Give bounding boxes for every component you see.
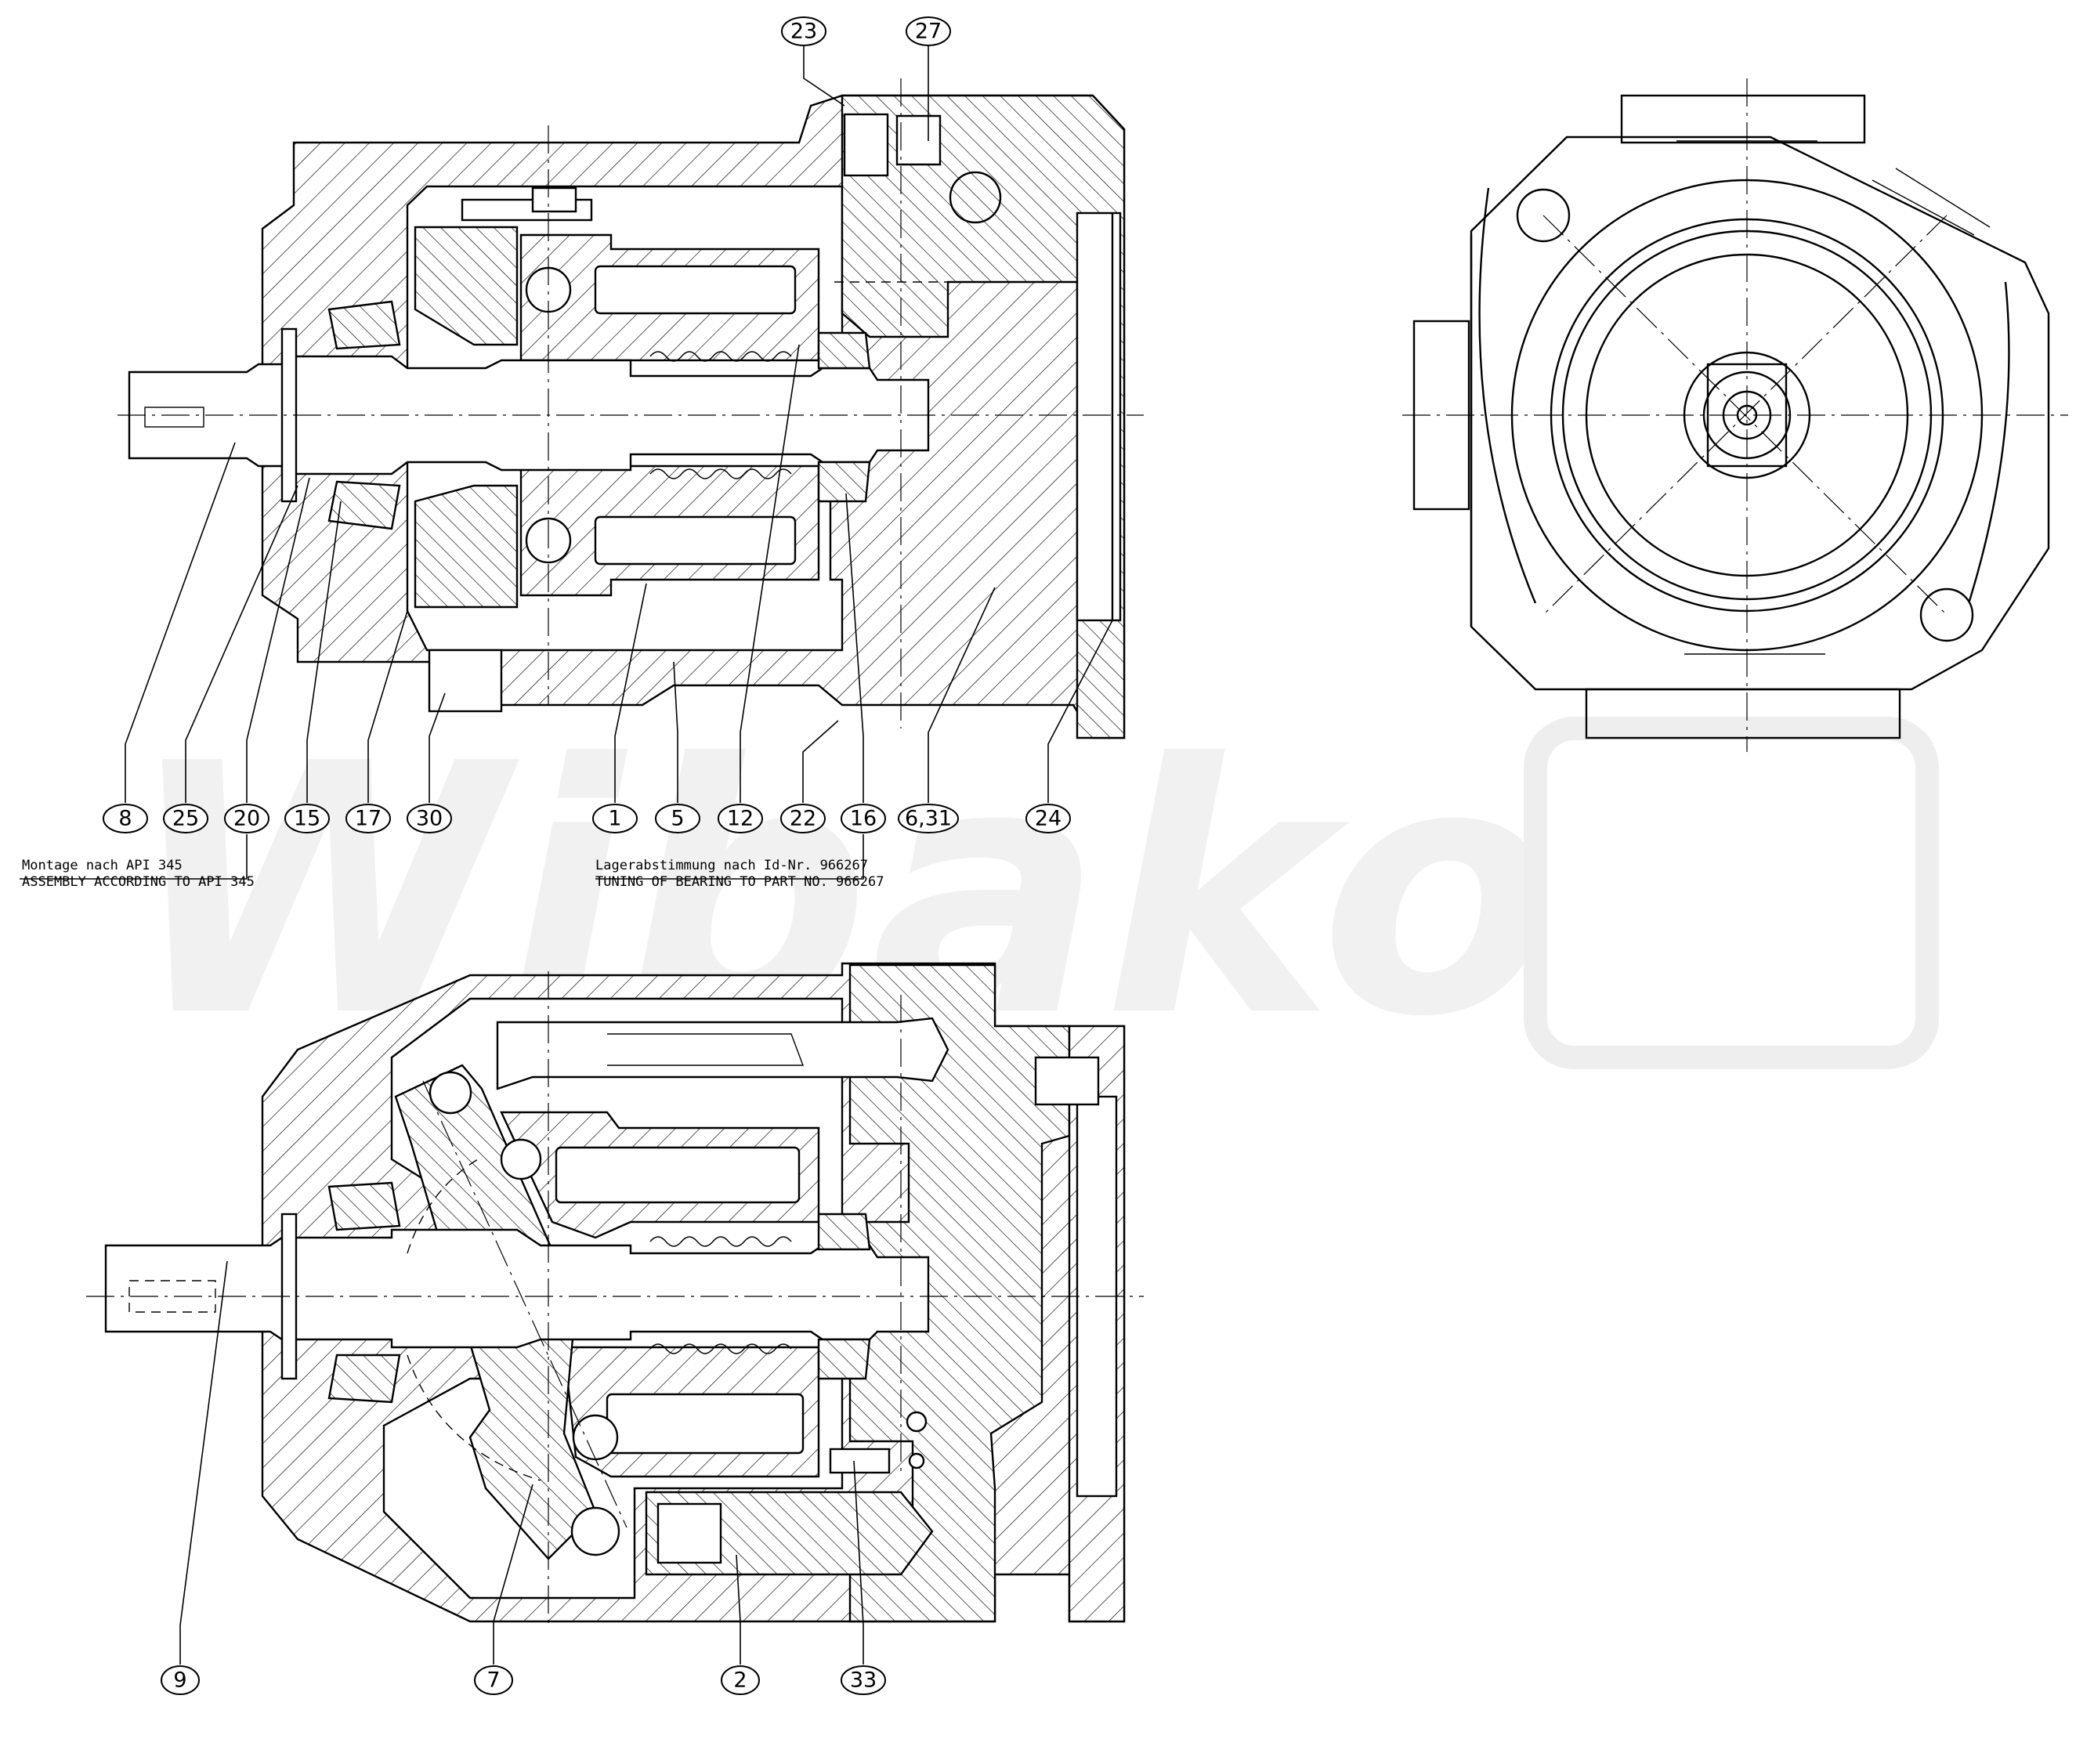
- note-assembly-de: Montage nach API 345: [22, 858, 183, 873]
- bearing-left-upper: [327, 300, 401, 350]
- part-balloons: 23 27 8 25 20 15 17 30 1 5 12 22 16 6,31…: [103, 16, 1071, 1695]
- balloon-15-label: 15: [294, 807, 320, 831]
- balloon-1-label: 1: [608, 807, 621, 831]
- bottom-section-view: [86, 962, 1144, 1629]
- balloon-15: 15: [284, 804, 330, 833]
- piston-bottom: [594, 515, 797, 566]
- balloon-2: 2: [721, 1665, 760, 1695]
- balloon-25: 25: [163, 804, 208, 833]
- bearing-bottom-right-lower: [817, 1338, 871, 1380]
- balloon-8-label: 8: [118, 807, 132, 831]
- balloon-8: 8: [103, 804, 148, 833]
- balloon-30-label: 30: [416, 807, 443, 831]
- bearing-bottom-right-upper: [817, 1213, 871, 1251]
- balloon-12-label: 12: [727, 807, 754, 831]
- top-section-view: [118, 78, 1144, 739]
- end-view: [1402, 78, 2068, 752]
- balloon-7: 7: [474, 1665, 513, 1695]
- balloon-17-label: 17: [355, 807, 382, 831]
- balloon-9: 9: [161, 1665, 200, 1695]
- balloon-1: 1: [592, 804, 638, 833]
- balloon-22: 22: [780, 804, 826, 833]
- balloon-2-label: 2: [733, 1668, 747, 1693]
- notes: Montage nach API 345 ASSEMBLY ACCORDING …: [22, 858, 884, 890]
- balloon-5: 5: [655, 804, 700, 833]
- balloon-27-label: 27: [915, 20, 942, 44]
- balloon-12: 12: [718, 804, 763, 833]
- swash-bottom: [414, 484, 519, 609]
- balloon-17: 17: [345, 804, 391, 833]
- leader-lines: [20, 45, 1113, 1665]
- bearing-left-lower: [327, 480, 401, 530]
- end-view-flange: [1470, 136, 2050, 691]
- drive-shaft-bottom: [104, 1228, 930, 1349]
- bearing-bottom-left-lower: [327, 1354, 401, 1404]
- balloon-30: 30: [407, 804, 452, 833]
- control-piston-bottom: [496, 1017, 949, 1090]
- balloon-6-31: 6,31: [898, 804, 959, 833]
- balloon-33-label: 33: [850, 1668, 877, 1693]
- balloon-23: 23: [781, 16, 826, 46]
- balloon-20-label: 20: [233, 807, 260, 831]
- balloon-33: 33: [841, 1665, 886, 1695]
- balloon-6-31-label: 6,31: [905, 807, 952, 831]
- balloon-27: 27: [906, 16, 951, 46]
- note-bearing-en: TUNING OF BEARING TO PART NO. 966267: [595, 874, 884, 890]
- bearing-right-lower: [817, 461, 871, 503]
- balloon-24-label: 24: [1035, 807, 1061, 831]
- bearing-right-upper: [817, 331, 871, 370]
- balloon-5-label: 5: [671, 807, 684, 831]
- drain-plug-30: [428, 649, 503, 713]
- dowel-pin-33: [829, 1448, 891, 1474]
- flange-face-top: [1076, 211, 1122, 622]
- piston-top: [594, 265, 797, 315]
- balloon-25-label: 25: [172, 807, 199, 831]
- watermark-frame: [1524, 717, 1939, 1069]
- balloon-24: 24: [1025, 804, 1071, 833]
- balloon-16: 16: [841, 804, 886, 833]
- balloon-20: 20: [224, 804, 269, 833]
- note-assembly-en: ASSEMBLY ACCORDING TO API 345: [22, 874, 255, 890]
- balloon-22-label: 22: [790, 807, 816, 831]
- bolt-hole-27: [895, 114, 942, 166]
- swash-top: [414, 226, 519, 346]
- bearing-bottom-left-upper: [327, 1181, 401, 1231]
- balloon-23-label: 23: [790, 20, 817, 44]
- balloon-9-label: 9: [173, 1668, 186, 1693]
- note-bearing-de: Lagerabstimmung nach Id-Nr. 966267: [595, 858, 868, 873]
- balloon-16-label: 16: [850, 807, 877, 831]
- balloon-7-label: 7: [486, 1668, 500, 1693]
